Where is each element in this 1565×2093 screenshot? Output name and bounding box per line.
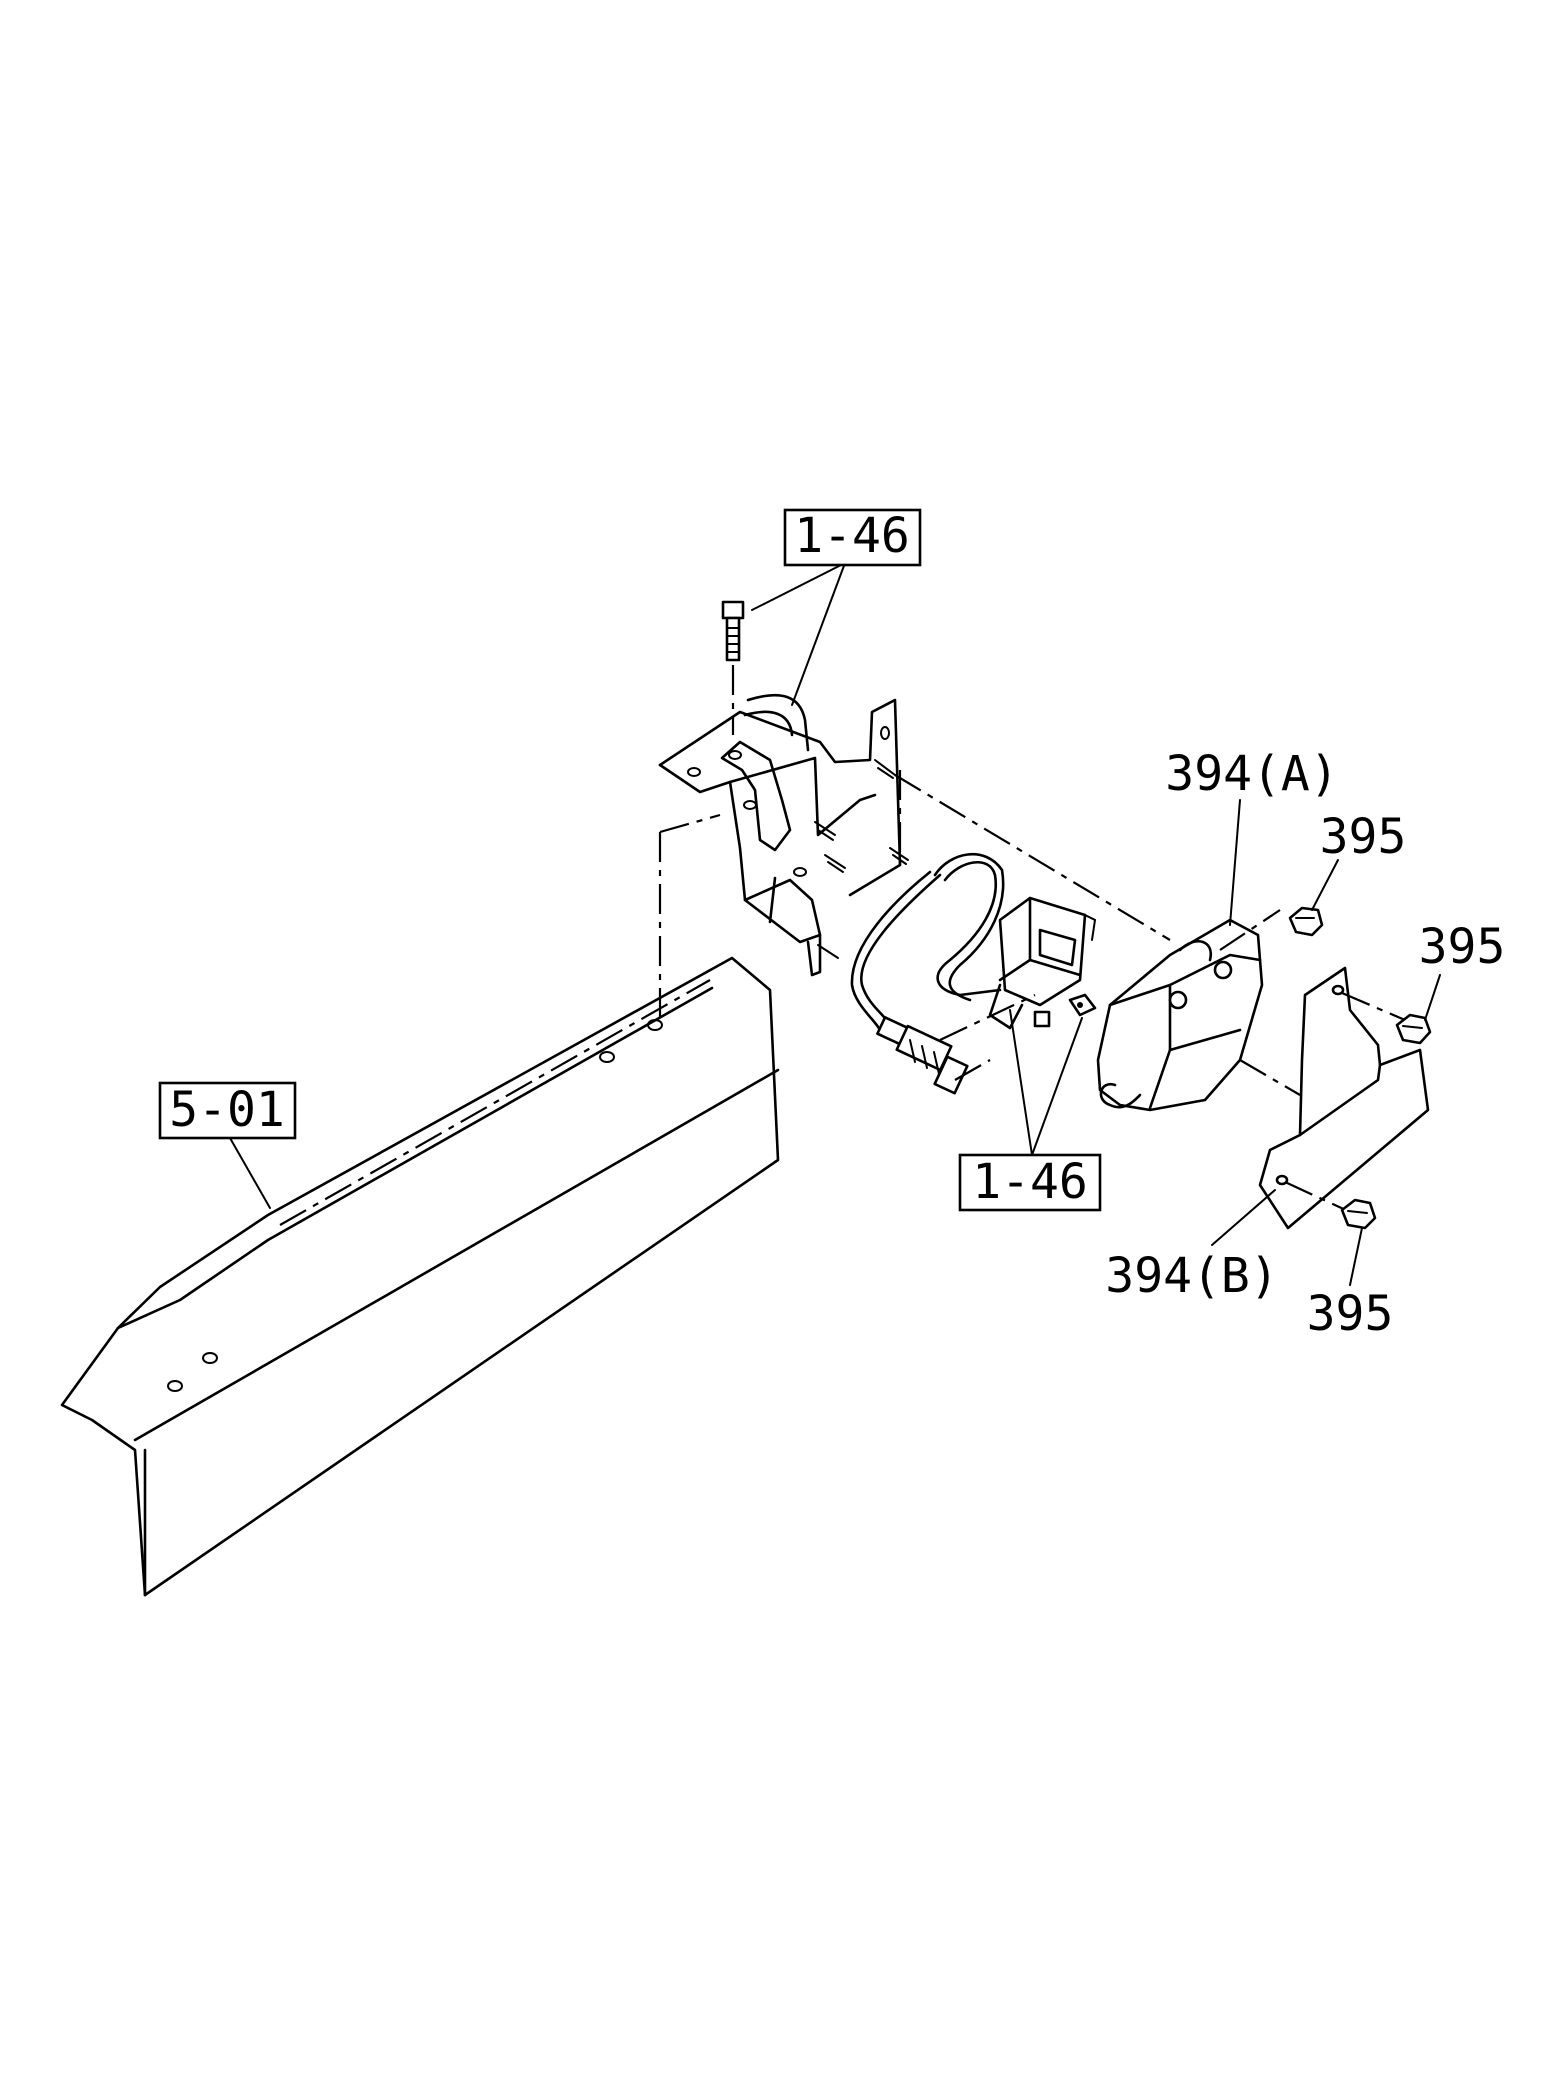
controller-unit-394a xyxy=(894,774,1301,1112)
callout-ref-bottom[interactable]: 1-46 xyxy=(958,1153,1102,1212)
frame-rail xyxy=(60,956,780,1597)
oxygen-sensor-assembly xyxy=(850,853,1097,1095)
nut-395-bottom xyxy=(1340,1198,1377,1230)
callout-ref-frame[interactable]: 5-01 xyxy=(158,1081,297,1140)
label-395-mid: 395 xyxy=(1419,919,1506,975)
label-395-top: 395 xyxy=(1320,809,1407,865)
label-394a: 394(A) xyxy=(1165,746,1338,802)
mounting-bolt xyxy=(721,600,745,735)
ref-label-top: 1-46 xyxy=(794,508,910,564)
callout-ref-top[interactable]: 1-46 xyxy=(783,508,922,567)
leader-lines xyxy=(229,562,1441,1286)
sensor-bracket xyxy=(658,693,909,1025)
ref-label-bottom: 1-46 xyxy=(972,1154,1088,1210)
label-394b: 394(B) xyxy=(1105,1248,1278,1304)
nut-395-top xyxy=(1288,906,1324,937)
label-395-bottom: 395 xyxy=(1307,1286,1394,1342)
bracket-394b xyxy=(1258,966,1430,1230)
ref-label-frame: 5-01 xyxy=(169,1082,285,1138)
nut-395-mid xyxy=(1395,1013,1432,1045)
